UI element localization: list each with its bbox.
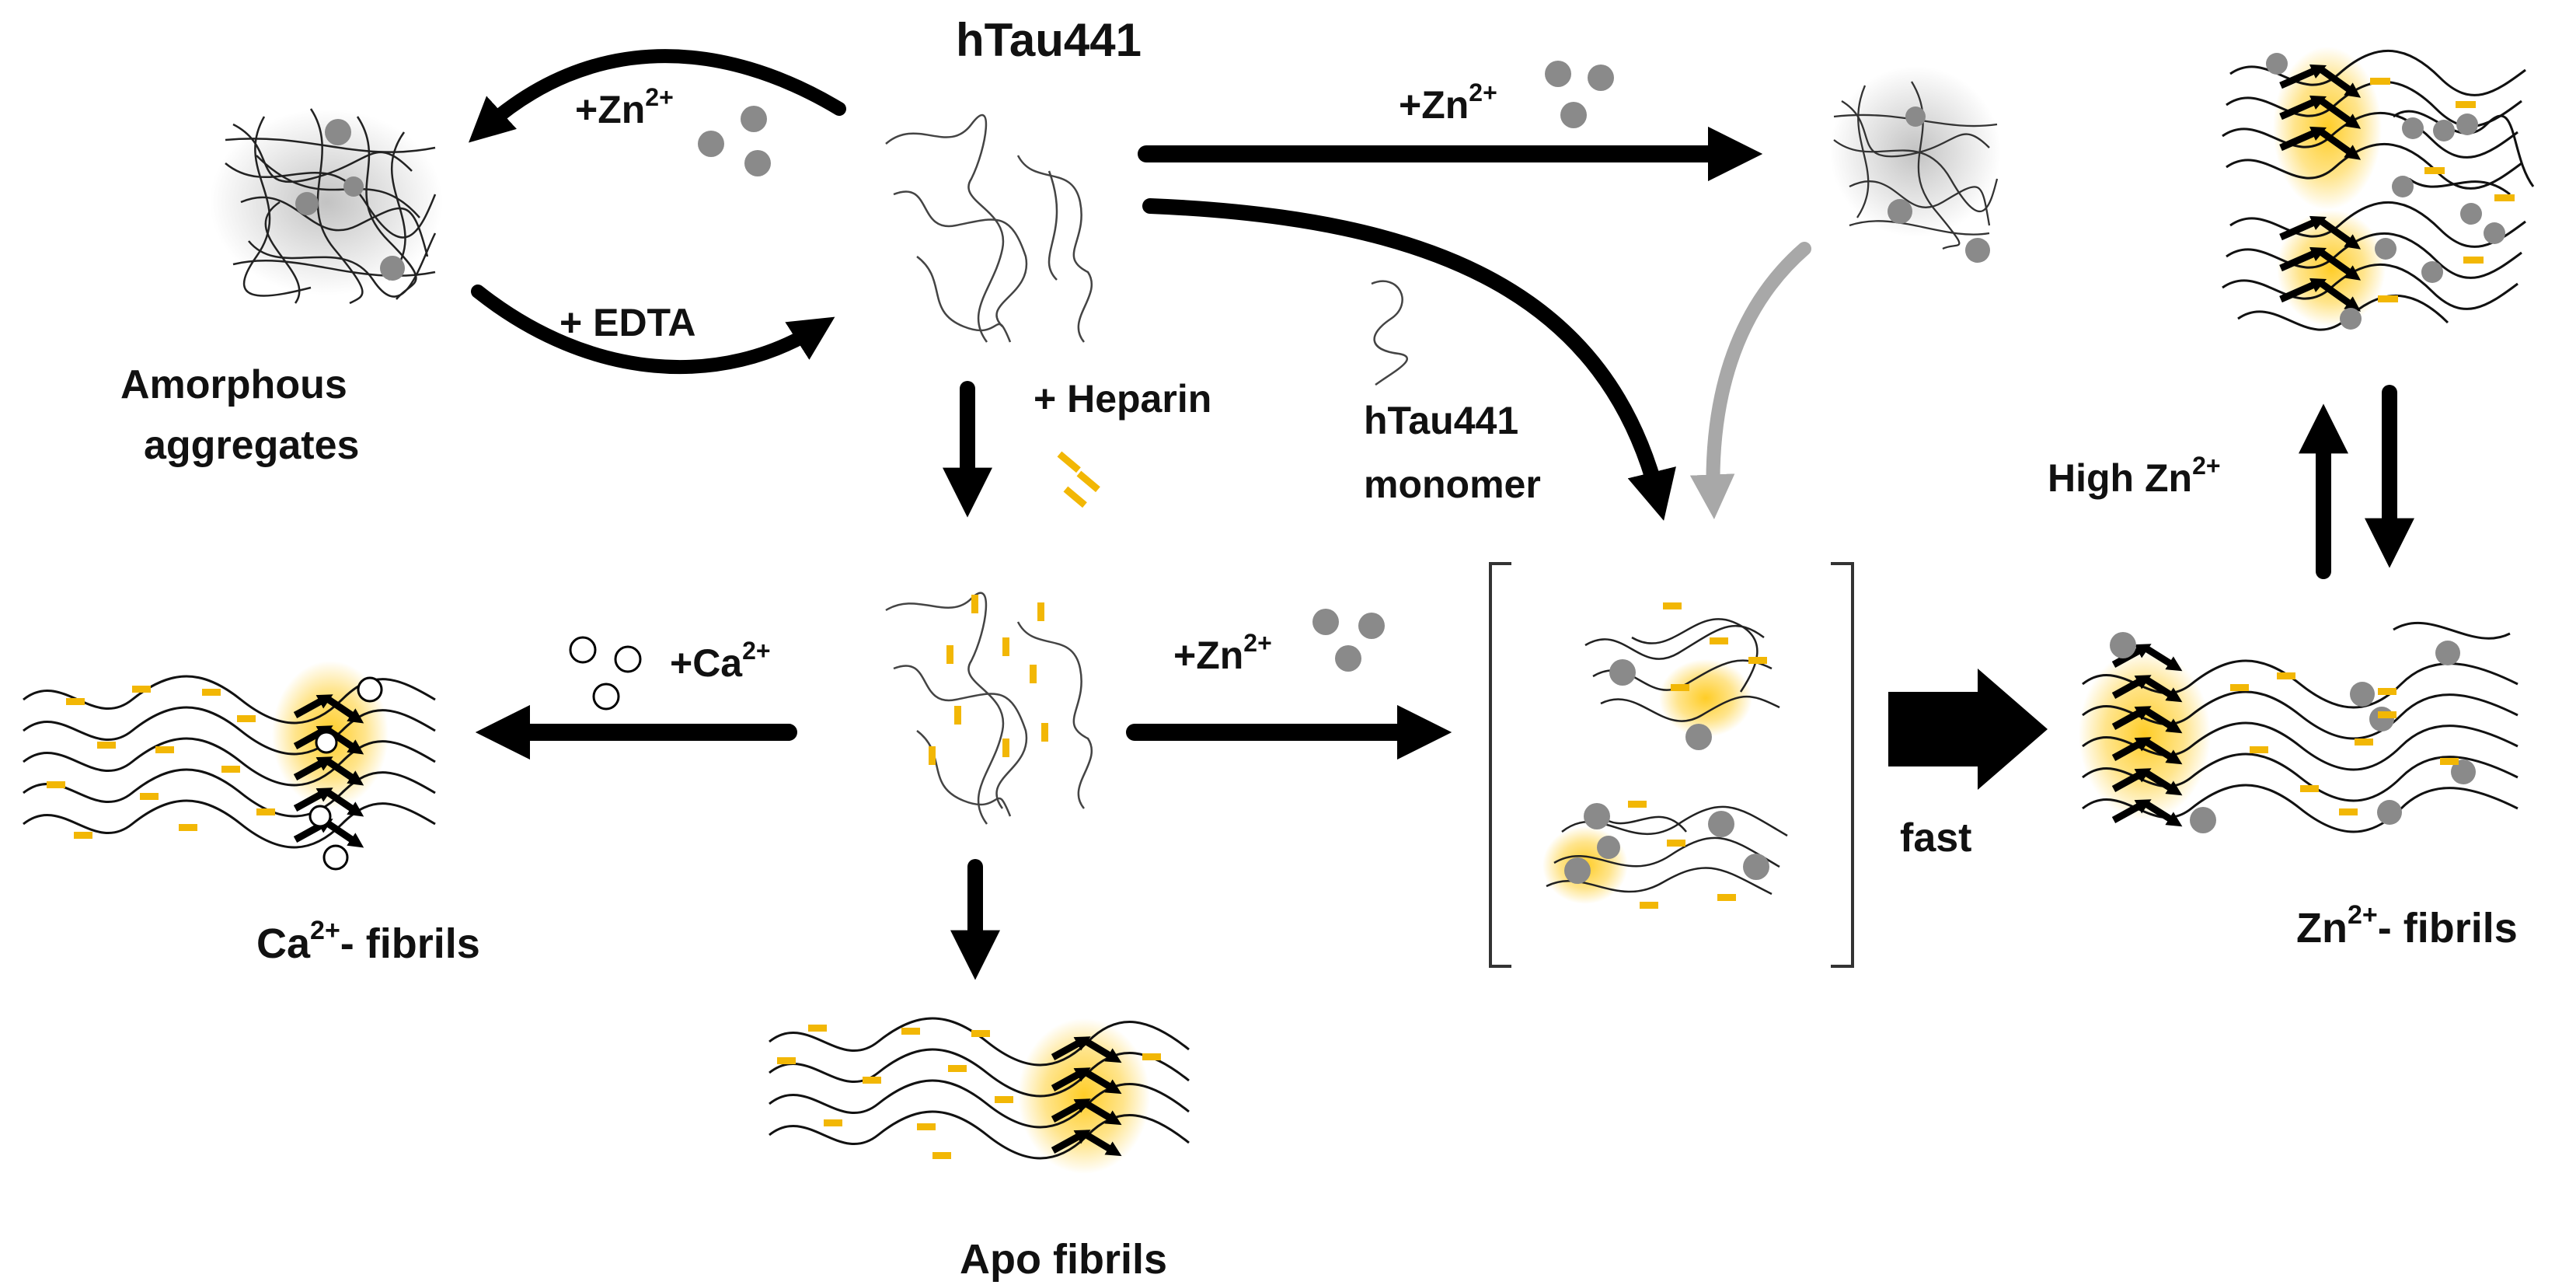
zn-ions-top-mid	[1545, 61, 1614, 128]
heparin-tau-cluster	[885, 592, 1093, 825]
heparin-marks	[1057, 451, 1100, 508]
ca-fibrils	[23, 661, 436, 871]
zn-label-top-left: +Zn2+	[575, 83, 674, 131]
ca-fibrils-label: Ca2+- fibrils	[256, 916, 480, 967]
ca-ions	[569, 636, 642, 711]
arrows	[468, 49, 2415, 980]
single-monomer	[1371, 280, 1409, 386]
htau441-monomer-label-1: hTau441	[1364, 399, 1518, 442]
fast-block-arrow	[1888, 669, 2048, 790]
zn-aggregate-top	[1830, 66, 2001, 263]
apo-fibrils-label: Apo fibrils	[960, 1236, 1167, 1283]
zn-fibrils-label: Zn2+- fibrils	[2296, 900, 2518, 952]
heparin-label: + Heparin	[1034, 377, 1211, 421]
arrow-curve-to-intermediate	[1142, 198, 1676, 521]
ca-label: +Ca2+	[670, 637, 771, 685]
arrow-edta-return	[471, 285, 835, 375]
htau-monomer-cluster	[885, 113, 1093, 343]
amorphous-aggregates-label-1: Amorphous	[120, 362, 347, 407]
zn-fibril-bundle-top	[2222, 47, 2535, 331]
apo-fibrils	[769, 1017, 1190, 1174]
zn-label-mid: +Zn2+	[1173, 629, 1272, 677]
htau441-monomer-label-2: monomer	[1364, 463, 1541, 506]
arrow-to-amorphous	[468, 49, 846, 143]
edta-label: + EDTA	[559, 301, 696, 344]
zn-ions-mid	[1312, 609, 1385, 672]
amorphous-aggregates-label-2: aggregates	[144, 423, 359, 468]
arrow-grey-to-intermediate	[1689, 242, 1811, 520]
zn-ions-top-left	[698, 106, 771, 176]
zn-label-top-mid: +Zn2+	[1399, 79, 1497, 127]
intermediate-bracket	[1489, 562, 1854, 968]
fast-label: fast	[1900, 815, 1971, 861]
high-zn-label: High Zn2+	[2048, 452, 2221, 500]
htau441-title: hTau441	[956, 14, 1142, 66]
zn-fibrils	[2079, 621, 2518, 833]
amorphous-aggregate-left	[210, 108, 443, 305]
